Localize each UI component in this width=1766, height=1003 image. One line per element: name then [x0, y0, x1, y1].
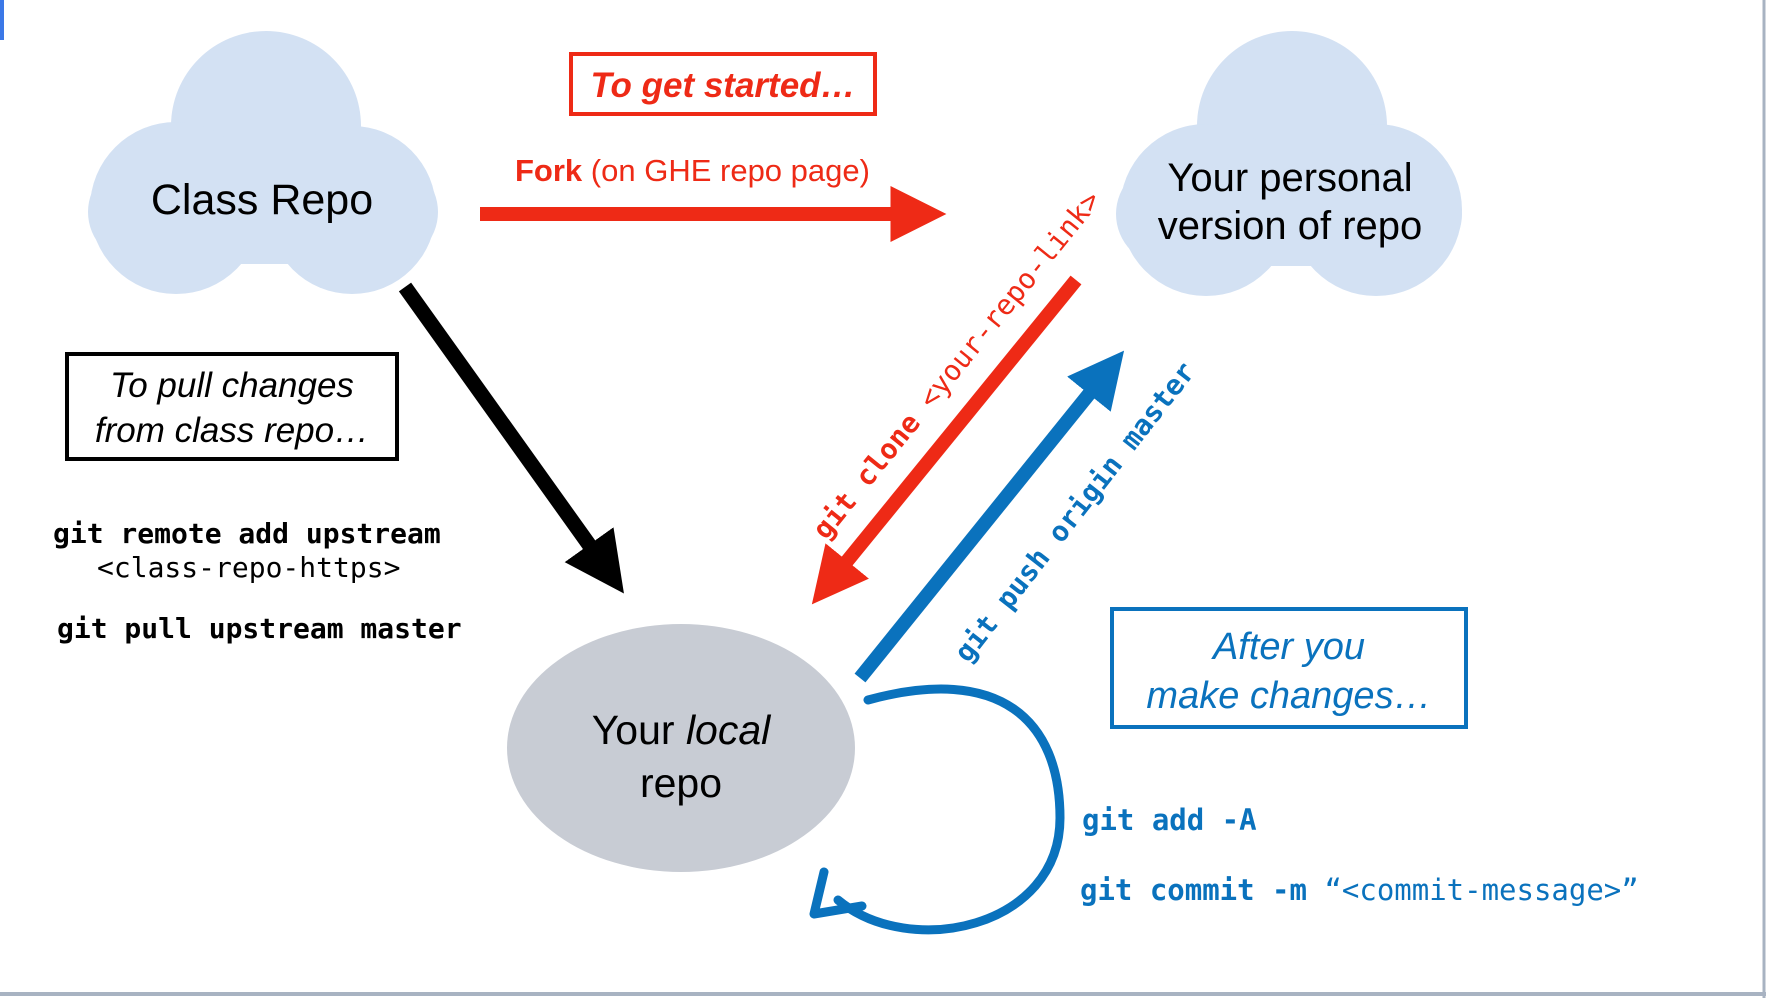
after-changes-box — [1110, 607, 1468, 729]
pull-changes-label-line1: To pull changes — [110, 366, 354, 405]
cmd-git-add: git add -A — [1082, 803, 1257, 837]
local-repo-label-line2: repo — [640, 760, 722, 806]
pull-changes-label-line2: from class repo… — [95, 411, 369, 450]
cmd-pull-upstream: git pull upstream master — [57, 612, 462, 645]
local-repo-label-emphasis: local — [686, 707, 772, 753]
cmd-git-commit-arg: “<commit-message>” — [1324, 873, 1638, 907]
personal-repo-label-line2: version of repo — [1158, 204, 1423, 248]
class-repo-label: Class Repo — [151, 176, 373, 224]
commit-loop-arrowhead — [809, 867, 867, 919]
frame-corner-marker — [0, 0, 4, 40]
after-changes-label-line2: make changes… — [1146, 675, 1431, 717]
clone-label: git clone <your-repo-link> — [806, 184, 1107, 545]
clone-arrow — [811, 275, 1082, 605]
push-arrow — [854, 350, 1125, 683]
fork-label-bold: Fork — [515, 153, 583, 188]
pull-arrow — [398, 282, 624, 594]
personal-repo-label-line1: Your personal — [1167, 156, 1412, 200]
after-changes-label-line1: After you — [1211, 626, 1365, 668]
cmd-git-commit-cmd: git commit -m — [1080, 873, 1324, 907]
personal-repo-cloud — [1116, 31, 1462, 296]
pull-changes-box — [65, 352, 399, 461]
get-started-box — [569, 52, 877, 116]
local-repo-label-line1: Your local — [592, 707, 772, 753]
fork-label-rest: (on GHE repo page) — [582, 153, 870, 188]
cmd-remote-add: git remote add upstream — [53, 517, 441, 550]
local-repo-ellipse — [507, 624, 855, 872]
local-repo-label-prefix: Your — [592, 707, 686, 753]
clone-label-arg: <your-repo-link> — [912, 184, 1107, 414]
get-started-label: To get started… — [590, 66, 855, 105]
fork-label: Fork (on GHE repo page) — [515, 153, 870, 188]
cmd-git-commit: git commit -m “<commit-message>” — [1080, 873, 1639, 907]
cmd-remote-add-arg: <class-repo-https> — [97, 551, 400, 584]
class-repo-cloud — [88, 31, 438, 294]
commit-loop-arrow — [833, 684, 1065, 935]
